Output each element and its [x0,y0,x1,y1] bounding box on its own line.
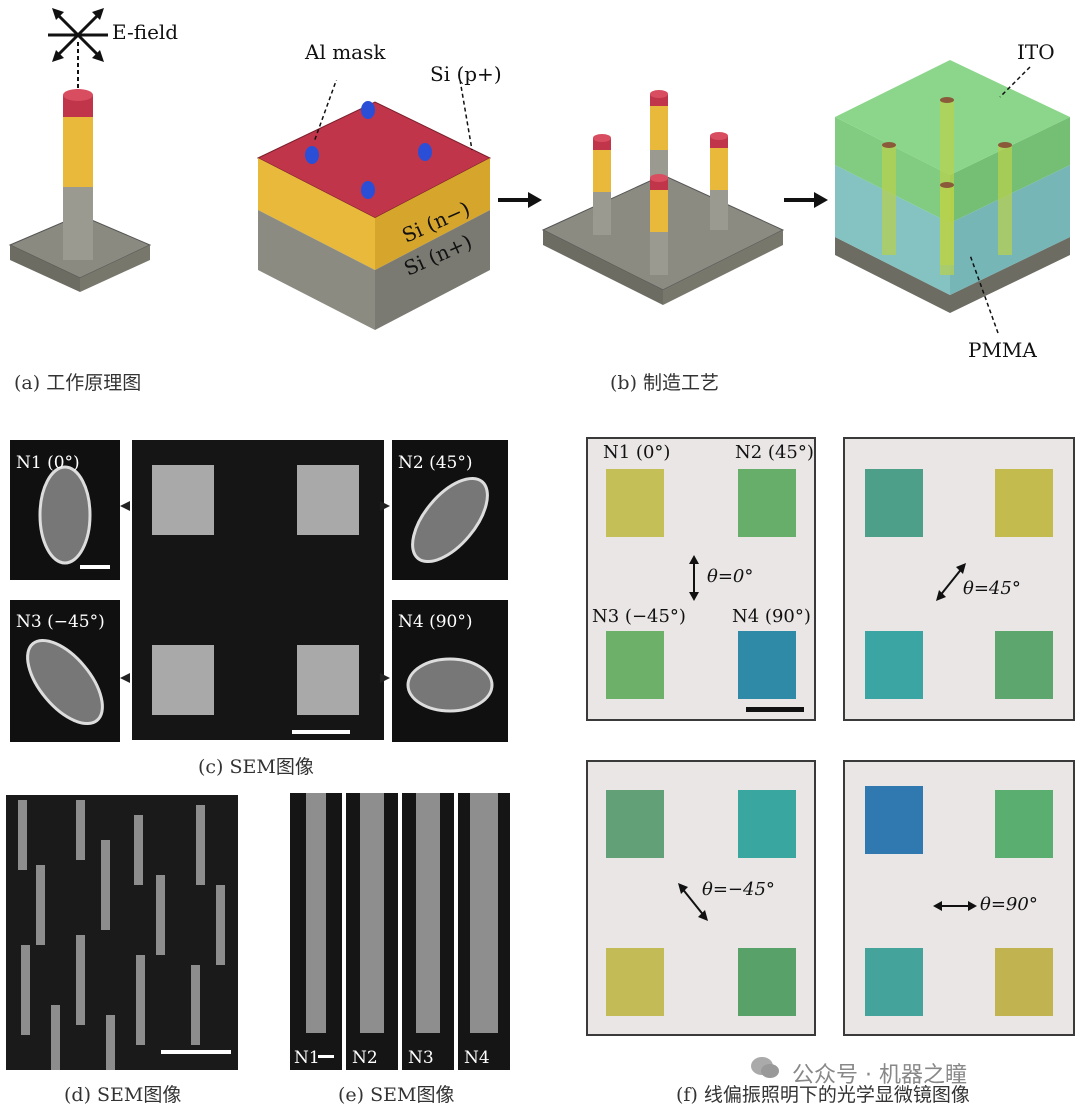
scale-bar [292,730,350,734]
caption-b: (b) 制造工艺 [610,372,720,394]
polarization-arrow-0 [689,555,699,601]
theta-m45-label: θ=−45° [702,879,775,900]
pmma-label: PMMA [968,338,1037,362]
sem-label-n4: N4 (90°) [398,612,473,632]
caption-f: (f) 线偏振照明下的光学显微镜图像 [676,1084,970,1106]
caption-c: (c) SEM图像 [198,756,314,778]
sem-n3 [10,600,120,742]
optical-label-n3: N3 (−45°) [592,606,686,627]
sem-side-n2 [346,793,398,1070]
watermark-text: 公众号 · 机器之瞳 [792,1063,967,1088]
si-p-label: Si (p+) [430,62,502,86]
caption-a: (a) 工作原理图 [14,372,142,394]
optical-image-theta-0 [586,437,816,721]
nanowire-schematic [8,8,152,292]
etched-pillars-diagram [541,90,785,305]
sem-n2 [392,440,508,580]
theta-90-label: θ=90° [980,894,1038,915]
link-arrows [120,501,390,683]
sem-side-n3 [402,793,454,1070]
polarization-arrow-m45 [678,883,708,921]
theta-0-label: θ=0° [707,566,754,587]
theta-45-label: θ=45° [963,578,1021,599]
encapsulated-device-diagram [835,60,1070,334]
optical-label-n4: N4 (90°) [732,606,811,627]
al-mask-label: Al mask [305,40,386,64]
sem-n4 [392,600,508,742]
caption-e: (e) SEM图像 [338,1084,455,1106]
polarization-arrow-45 [936,563,966,601]
sem-side-n4 [458,793,510,1070]
sem-side-n1 [290,793,342,1070]
sem-side-label-n4: N4 [464,1048,490,1068]
wafer-stack-diagram [256,80,492,330]
optical-label-n1: N1 (0°) [603,442,671,463]
efield-label: E-field [112,20,179,44]
ito-label: ITO [1017,40,1055,64]
optical-image-theta-90 [843,760,1075,1036]
sem-overview [132,440,384,740]
sem-side-label-n1: N1 [294,1048,320,1068]
sem-side-label-n3: N3 [408,1048,434,1068]
sem-array [6,795,238,1070]
sem-n1 [10,440,120,580]
sem-label-n3: N3 (−45°) [16,612,105,632]
polarization-arrow-90 [933,901,977,911]
caption-d: (d) SEM图像 [64,1084,182,1106]
sem-side-label-n2: N2 [352,1048,378,1068]
optical-image-theta-m45 [586,760,816,1036]
sem-label-n2: N2 (45°) [398,453,473,473]
optical-image-theta-45 [843,437,1075,721]
optical-label-n2: N2 (45°) [735,442,814,463]
sem-label-n1: N1 (0°) [16,453,80,473]
process-arrow-1 [498,192,542,208]
process-arrow-2 [784,192,828,208]
wechat-icon [750,1055,780,1081]
